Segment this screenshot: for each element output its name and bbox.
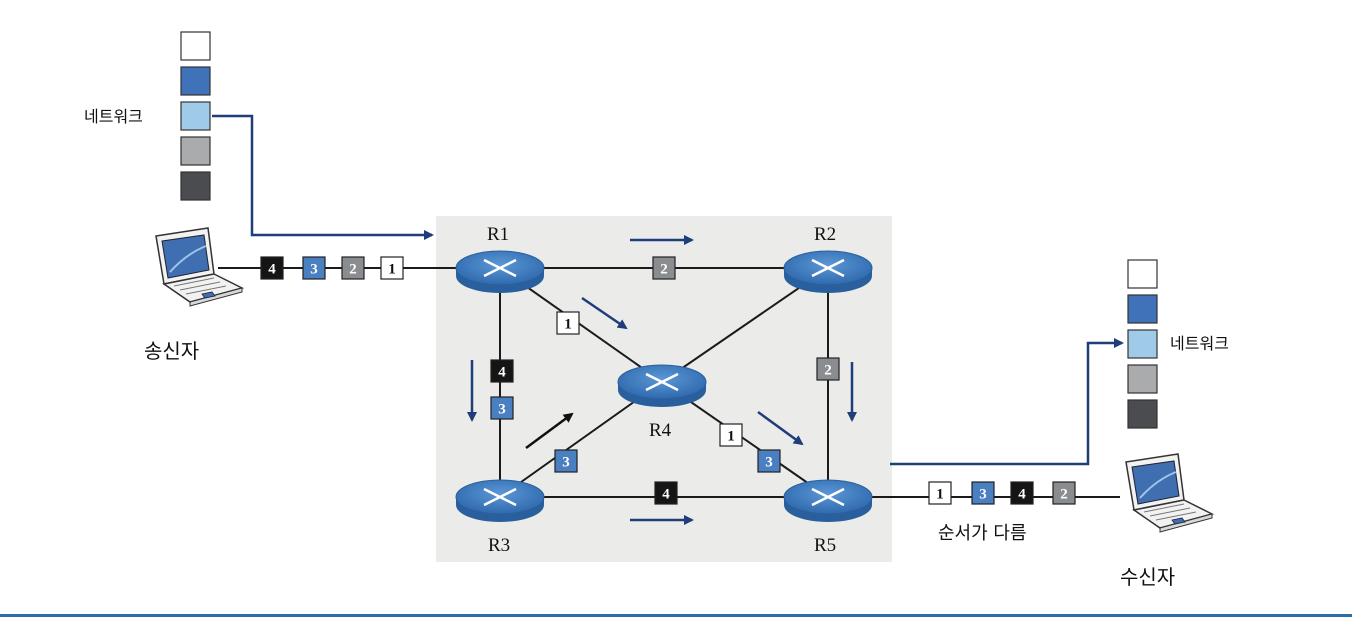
router-label-r5: R5: [814, 535, 836, 556]
router-label-r3: R3: [488, 535, 510, 556]
sender-label: 송신자: [144, 339, 199, 363]
router-r1-icon: [455, 250, 545, 293]
link-packet-r4-r5-b: 3: [757, 449, 781, 473]
svg-text:3: 3: [979, 487, 987, 503]
link-packet-r4-r5-a: 1: [719, 423, 743, 447]
out-of-order-label: 순서가 다름: [938, 523, 1027, 544]
link-packet-r1-r2: 2: [652, 256, 676, 280]
svg-text:3: 3: [562, 455, 570, 471]
router-label-r1: R1: [487, 224, 509, 245]
link-packet-r2-r5: 2: [816, 357, 840, 381]
arrow-r4-r5: [757, 410, 804, 446]
svg-text:3: 3: [765, 455, 773, 471]
receiver-label: 수신자: [1120, 565, 1175, 589]
network-block-1: [180, 31, 211, 61]
network-block-1: [1127, 259, 1158, 289]
send-packet-4: 4: [260, 256, 284, 280]
network-block-3: [180, 101, 211, 131]
network-block-2: [1127, 294, 1158, 324]
network-block-4: [1127, 364, 1158, 394]
svg-text:4: 4: [662, 487, 670, 503]
direction-arrows: [467, 235, 857, 525]
arrow-r1-r4: [581, 296, 628, 330]
receive-packet-1: 1: [928, 481, 952, 505]
network-block-3: [1127, 329, 1158, 359]
network-label-right: 네트워크: [1170, 334, 1229, 353]
router-label-r4: R4: [649, 420, 672, 441]
svg-text:2: 2: [824, 363, 832, 379]
svg-text:1: 1: [727, 429, 735, 445]
sender-laptop-icon: [155, 227, 245, 307]
link-packet-r1-r4: 1: [556, 311, 580, 335]
receive-packet-2: 2: [1052, 481, 1076, 505]
arrow-r3-r4: [525, 412, 574, 450]
svg-text:2: 2: [349, 262, 357, 278]
svg-text:4: 4: [268, 262, 276, 278]
send-packet-1: 1: [380, 256, 404, 280]
svg-text:2: 2: [660, 262, 668, 278]
router-r2-icon: [783, 250, 873, 293]
link-packet-r3-r5: 4: [654, 481, 678, 505]
svg-text:1: 1: [388, 262, 396, 278]
network-block-2: [180, 66, 211, 96]
network-legend-right: [1127, 259, 1158, 429]
router-r4-icon: [617, 364, 707, 407]
svg-text:3: 3: [310, 262, 318, 278]
svg-text:1: 1: [936, 487, 944, 503]
network-label-left: 네트워크: [84, 107, 143, 126]
link-packet-r1-r3-b: 3: [490, 396, 514, 420]
network-connector-right: [890, 338, 1124, 466]
send-packet-2: 2: [341, 256, 365, 280]
svg-text:1: 1: [564, 317, 572, 333]
svg-text:3: 3: [498, 402, 506, 418]
network-block-5: [1127, 399, 1158, 429]
send-packet-3: 3: [302, 256, 326, 280]
router-r5-icon: [783, 479, 873, 522]
link-packet-r3-r4: 3: [554, 449, 578, 473]
receive-packet-3: 3: [971, 481, 995, 505]
svg-text:4: 4: [498, 365, 506, 381]
svg-text:4: 4: [1018, 487, 1026, 503]
router-r3-icon: [455, 479, 545, 522]
link-packet-r1-r3-a: 4: [490, 359, 514, 383]
network-legend-left: [180, 31, 211, 201]
bottom-rule: [0, 614, 1352, 617]
receiver-laptop-icon: [1125, 453, 1215, 533]
network-block-5: [180, 171, 211, 201]
router-label-r2: R2: [814, 224, 836, 245]
network-connector-left: [212, 114, 434, 240]
network-block-4: [180, 136, 211, 166]
svg-text:2: 2: [1060, 487, 1068, 503]
receive-packet-4: 4: [1010, 481, 1034, 505]
